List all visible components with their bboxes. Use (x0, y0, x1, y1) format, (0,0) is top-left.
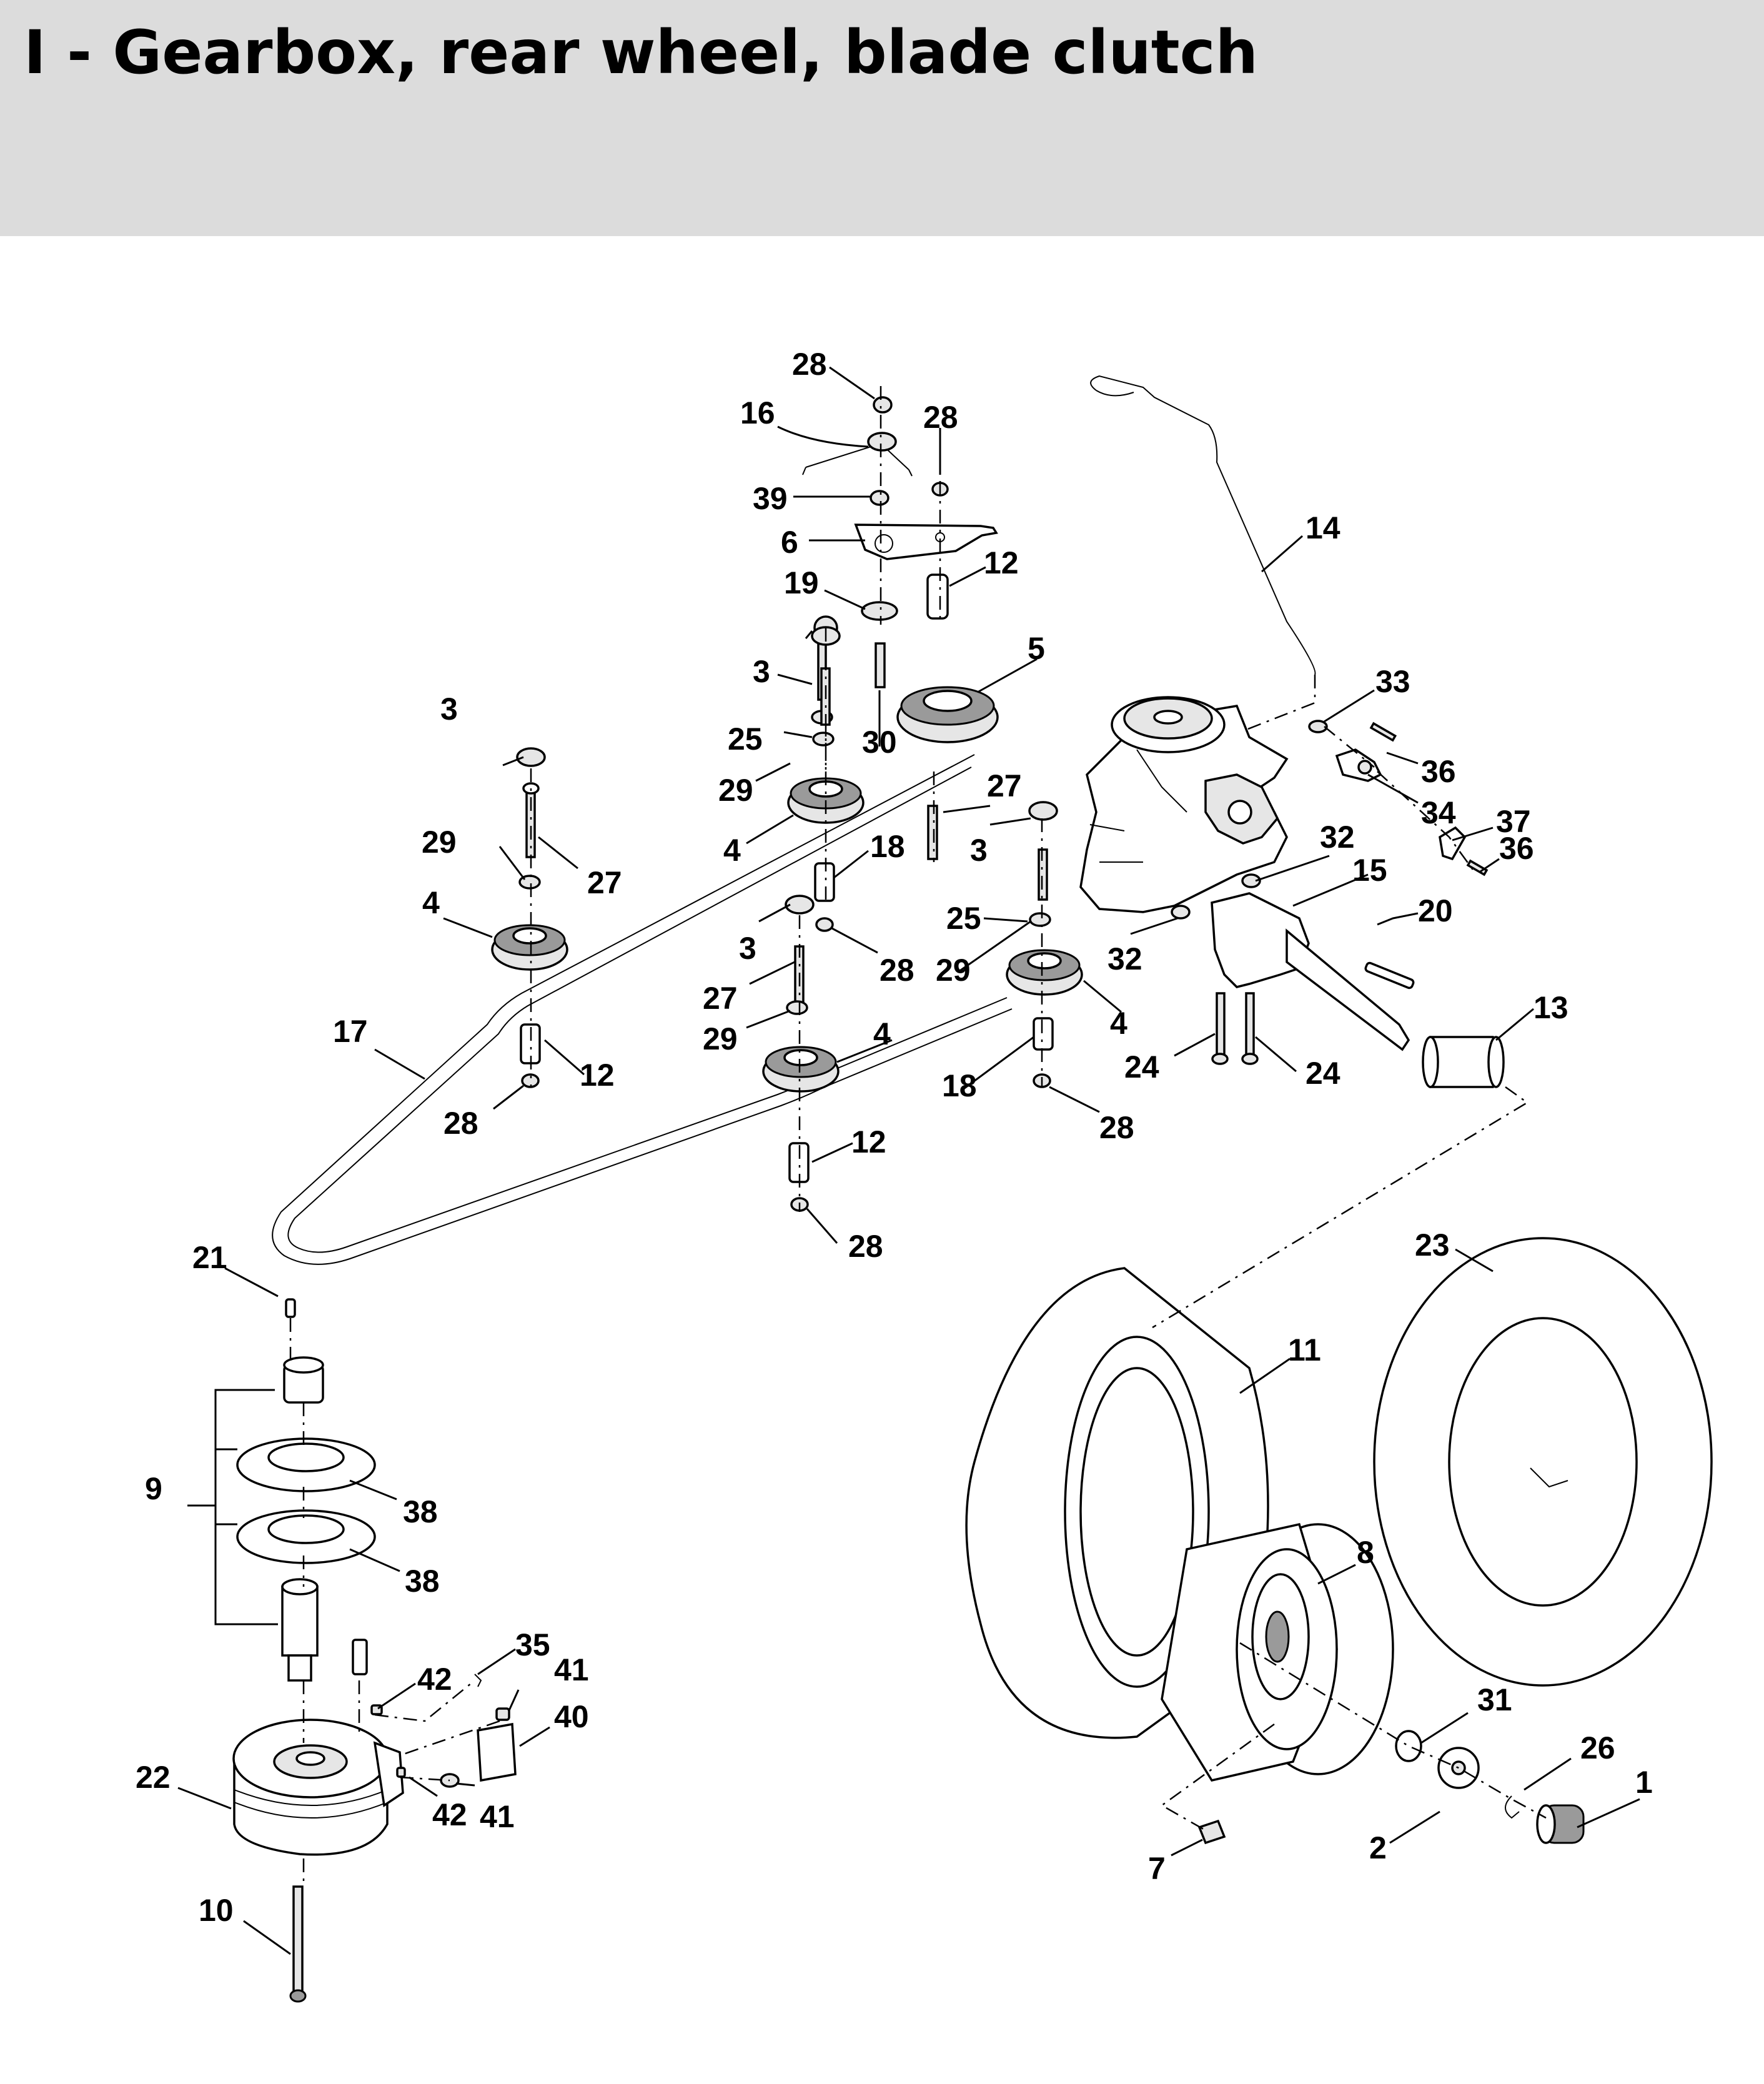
callout-40: 40 (554, 1699, 589, 1734)
callout-3: 3 (440, 692, 458, 727)
callout-4: 4 (723, 833, 741, 868)
callout-28: 28 (1099, 1110, 1134, 1145)
header-bar: I - Gearbox, rear wheel, blade clutch (0, 0, 1764, 236)
callout-7: 7 (1148, 1851, 1166, 1886)
callout-41: 41 (554, 1652, 589, 1687)
callout-18: 18 (870, 829, 905, 864)
transaxle-gearbox (1079, 696, 1415, 1065)
callout-28: 28 (880, 953, 914, 988)
callout-39: 39 (753, 481, 788, 516)
callout-38: 38 (403, 1494, 438, 1529)
callout-38: 38 (405, 1564, 440, 1599)
callout-3: 3 (753, 654, 770, 689)
callout-29: 29 (718, 773, 753, 808)
pulleys (491, 686, 1083, 1093)
callout-29: 29 (422, 825, 457, 860)
assembly-lines (289, 386, 1547, 1887)
callout-10: 10 (199, 1893, 234, 1928)
callout-4: 4 (422, 885, 440, 920)
callout-28: 28 (443, 1106, 478, 1141)
callout-27: 27 (587, 865, 622, 900)
callout-19: 19 (784, 565, 819, 600)
callout-2: 2 (1369, 1830, 1387, 1865)
callout-20: 20 (1418, 893, 1453, 928)
callout-21: 21 (192, 1240, 227, 1275)
callout-15: 15 (1352, 853, 1387, 888)
callout-11: 11 (1288, 1332, 1321, 1367)
callout-24: 24 (1306, 1056, 1340, 1091)
leader-lines (177, 366, 1640, 1955)
callout-28: 28 (792, 347, 827, 382)
callout-labels: 28 16 28 39 6 19 12 14 3 5 3 25 30 33 29… (136, 347, 1653, 1928)
callout-8: 8 (1357, 1535, 1374, 1570)
callout-18: 18 (942, 1068, 977, 1103)
callout-37: 37 (1496, 804, 1531, 839)
callout-41: 41 (480, 1799, 515, 1834)
shift-linkage-parts (1308, 720, 1505, 1088)
callout-28: 28 (848, 1229, 883, 1264)
callout-28: 28 (923, 400, 958, 435)
callout-23: 23 (1415, 1228, 1450, 1263)
callout-4: 4 (1110, 1006, 1127, 1041)
callout-31: 31 (1477, 1682, 1512, 1717)
lift-rod (1090, 375, 1316, 675)
callout-13: 13 (1534, 990, 1568, 1025)
callout-35: 35 (515, 1627, 550, 1662)
callout-6: 6 (781, 525, 798, 560)
callout-9: 9 (145, 1471, 162, 1506)
callout-17: 17 (333, 1014, 368, 1049)
callout-3: 3 (970, 833, 988, 868)
callout-27: 27 (987, 768, 1022, 803)
exploded-parts-diagram: 28 16 28 39 6 19 12 14 3 5 3 25 30 33 29… (136, 347, 1713, 2003)
callout-26: 26 (1580, 1730, 1615, 1765)
callout-14: 14 (1306, 510, 1340, 545)
page-title: I - Gearbox, rear wheel, blade clutch (24, 17, 1258, 87)
callout-36: 36 (1499, 831, 1534, 866)
callout-27: 27 (703, 981, 738, 1016)
callout-25: 25 (946, 901, 981, 936)
callout-4: 4 (873, 1016, 891, 1051)
rear-wheel (965, 1237, 1713, 1782)
callout-1: 1 (1635, 1765, 1653, 1800)
callout-32: 32 (1320, 820, 1355, 855)
callout-22: 22 (136, 1760, 171, 1795)
callout-16: 16 (740, 395, 775, 430)
callout-29: 29 (703, 1021, 738, 1056)
callout-12: 12 (851, 1124, 886, 1159)
callout-25: 25 (728, 722, 763, 757)
callout-32: 32 (1107, 941, 1142, 976)
callout-3: 3 (739, 931, 756, 966)
callout-42: 42 (417, 1662, 452, 1697)
callout-34: 34 (1421, 795, 1456, 830)
fasteners (516, 626, 1058, 1212)
axle-hardware (1197, 1730, 1585, 1845)
callout-12: 12 (984, 545, 1019, 580)
callout-30: 30 (862, 725, 897, 760)
callout-29: 29 (936, 953, 971, 988)
callout-33: 33 (1375, 664, 1410, 699)
callout-36: 36 (1421, 754, 1456, 789)
callout-42: 42 (432, 1797, 467, 1832)
callout-24: 24 (1124, 1049, 1159, 1084)
callout-5: 5 (1028, 631, 1045, 666)
callout-12: 12 (580, 1058, 615, 1093)
blade-clutch-assembly (187, 1298, 517, 2003)
